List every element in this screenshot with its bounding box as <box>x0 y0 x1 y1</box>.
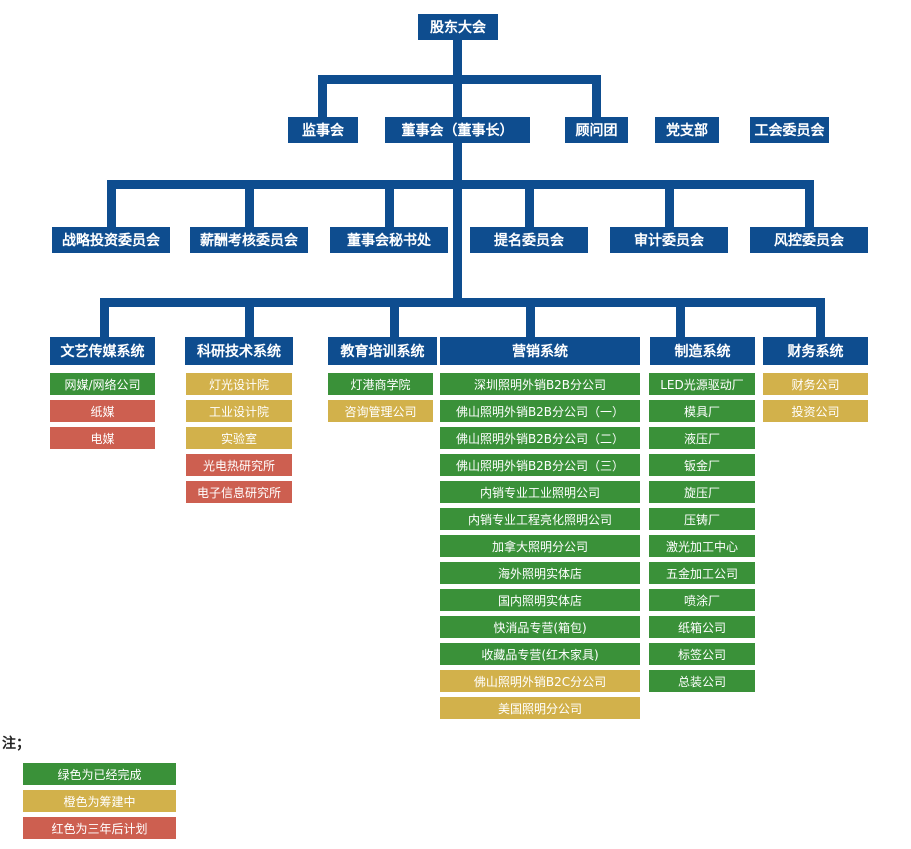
connector <box>318 75 601 84</box>
system-header-education: 教育培训系统 <box>328 337 437 365</box>
org-item-orange: 工业设计院 <box>186 400 292 422</box>
node-strategic-investment-committee: 战略投资委员会 <box>52 227 170 253</box>
org-item-orange: 佛山照明外销B2C分公司 <box>440 670 640 692</box>
node-supervisory-board: 监事会 <box>288 117 358 143</box>
org-item-orange: 美国照明分公司 <box>440 697 640 719</box>
connector <box>805 180 814 227</box>
connector <box>676 298 685 337</box>
node-labor-union-committee: 工会委员会 <box>750 117 829 143</box>
connector <box>100 298 109 337</box>
org-item-orange: 咨询管理公司 <box>328 400 433 422</box>
connector <box>526 298 535 337</box>
node-advisory-group: 顾问团 <box>565 117 628 143</box>
org-item-green: 旋压厂 <box>649 481 755 503</box>
connector <box>390 298 399 337</box>
org-item-green: 压铸厂 <box>649 508 755 530</box>
org-item-green: 网媒/网络公司 <box>50 373 155 395</box>
org-item-green: 灯港商学院 <box>328 373 433 395</box>
org-item-orange: 灯光设计院 <box>186 373 292 395</box>
org-item-orange: 投资公司 <box>763 400 868 422</box>
org-item-red: 光电热研究所 <box>186 454 292 476</box>
org-item-green: 模具厂 <box>649 400 755 422</box>
column-manufacturing: LED光源驱动厂模具厂液压厂钣金厂旋压厂压铸厂激光加工中心五金加工公司喷涂厂纸箱… <box>649 373 755 692</box>
node-party-branch: 党支部 <box>655 117 719 143</box>
org-item-green: 加拿大照明分公司 <box>440 535 640 557</box>
connector <box>107 180 814 189</box>
node-board-secretariat: 董事会秘书处 <box>330 227 448 253</box>
column-media: 网媒/网络公司纸媒电媒 <box>50 373 155 449</box>
connector <box>665 180 674 227</box>
node-nomination-committee: 提名委员会 <box>470 227 588 253</box>
org-item-green: LED光源驱动厂 <box>649 373 755 395</box>
connector <box>816 298 825 337</box>
system-header-finance: 财务系统 <box>763 337 868 365</box>
org-item-green: 总装公司 <box>649 670 755 692</box>
org-item-green: 纸箱公司 <box>649 616 755 638</box>
org-item-green: 钣金厂 <box>649 454 755 476</box>
legend-note: 注； <box>2 736 30 752</box>
org-item-green: 佛山照明外销B2B分公司（三） <box>440 454 640 476</box>
node-compensation-appraisal-committee: 薪酬考核委员会 <box>190 227 308 253</box>
org-item-green: 内销专业工业照明公司 <box>440 481 640 503</box>
org-item-orange: 实验室 <box>186 427 292 449</box>
org-item-green: 激光加工中心 <box>649 535 755 557</box>
connector <box>318 75 327 117</box>
org-item-green: 内销专业工程亮化照明公司 <box>440 508 640 530</box>
column-marketing: 深圳照明外销B2B分公司佛山照明外销B2B分公司（一） 佛山照明外销B2B分公司（… <box>440 373 640 719</box>
org-item-green: 深圳照明外销B2B分公司 <box>440 373 640 395</box>
connector <box>525 180 534 227</box>
connector <box>385 180 394 227</box>
node-risk-control-committee: 风控委员会 <box>750 227 868 253</box>
system-header-manufacturing: 制造系统 <box>650 337 755 365</box>
legend: 绿色为已经完成橙色为筹建中红色为三年后计划 <box>23 763 176 839</box>
org-item-green: 佛山照明外销B2B分公司（一） <box>440 400 640 422</box>
org-item-orange: 财务公司 <box>763 373 868 395</box>
org-item-green: 海外照明实体店 <box>440 562 640 584</box>
node-board-of-directors: 董事会（董事长） <box>385 117 530 143</box>
connector <box>100 298 825 307</box>
system-header-marketing: 营销系统 <box>440 337 640 365</box>
connector <box>107 180 116 227</box>
org-item-red: 电子信息研究所 <box>186 481 292 503</box>
connector <box>453 143 462 306</box>
org-item-red: 纸媒 <box>50 400 155 422</box>
org-item-orange: 橙色为筹建中 <box>23 790 176 812</box>
connector <box>592 75 601 117</box>
org-item-green: 国内照明实体店 <box>440 589 640 611</box>
org-item-red: 红色为三年后计划 <box>23 817 176 839</box>
connector <box>245 298 254 337</box>
org-item-green: 绿色为已经完成 <box>23 763 176 785</box>
system-header-research: 科研技术系统 <box>185 337 293 365</box>
org-item-green: 液压厂 <box>649 427 755 449</box>
org-item-green: 佛山照明外销B2B分公司（二） <box>440 427 640 449</box>
system-header-media: 文艺传媒系统 <box>50 337 155 365</box>
column-research: 灯光设计院工业设计院实验室光电热研究所电子信息研究所 <box>186 373 292 503</box>
node-shareholders-meeting: 股东大会 <box>418 14 498 40</box>
column-finance: 财务公司投资公司 <box>763 373 868 422</box>
connector <box>245 180 254 227</box>
org-item-green: 收藏品专营(红木家具) <box>440 643 640 665</box>
org-item-green: 五金加工公司 <box>649 562 755 584</box>
org-item-red: 电媒 <box>50 427 155 449</box>
node-audit-committee: 审计委员会 <box>610 227 728 253</box>
org-item-green: 喷涂厂 <box>649 589 755 611</box>
org-item-green: 标签公司 <box>649 643 755 665</box>
org-item-green: 快消品专营(箱包) <box>440 616 640 638</box>
column-education: 灯港商学院咨询管理公司 <box>328 373 433 422</box>
